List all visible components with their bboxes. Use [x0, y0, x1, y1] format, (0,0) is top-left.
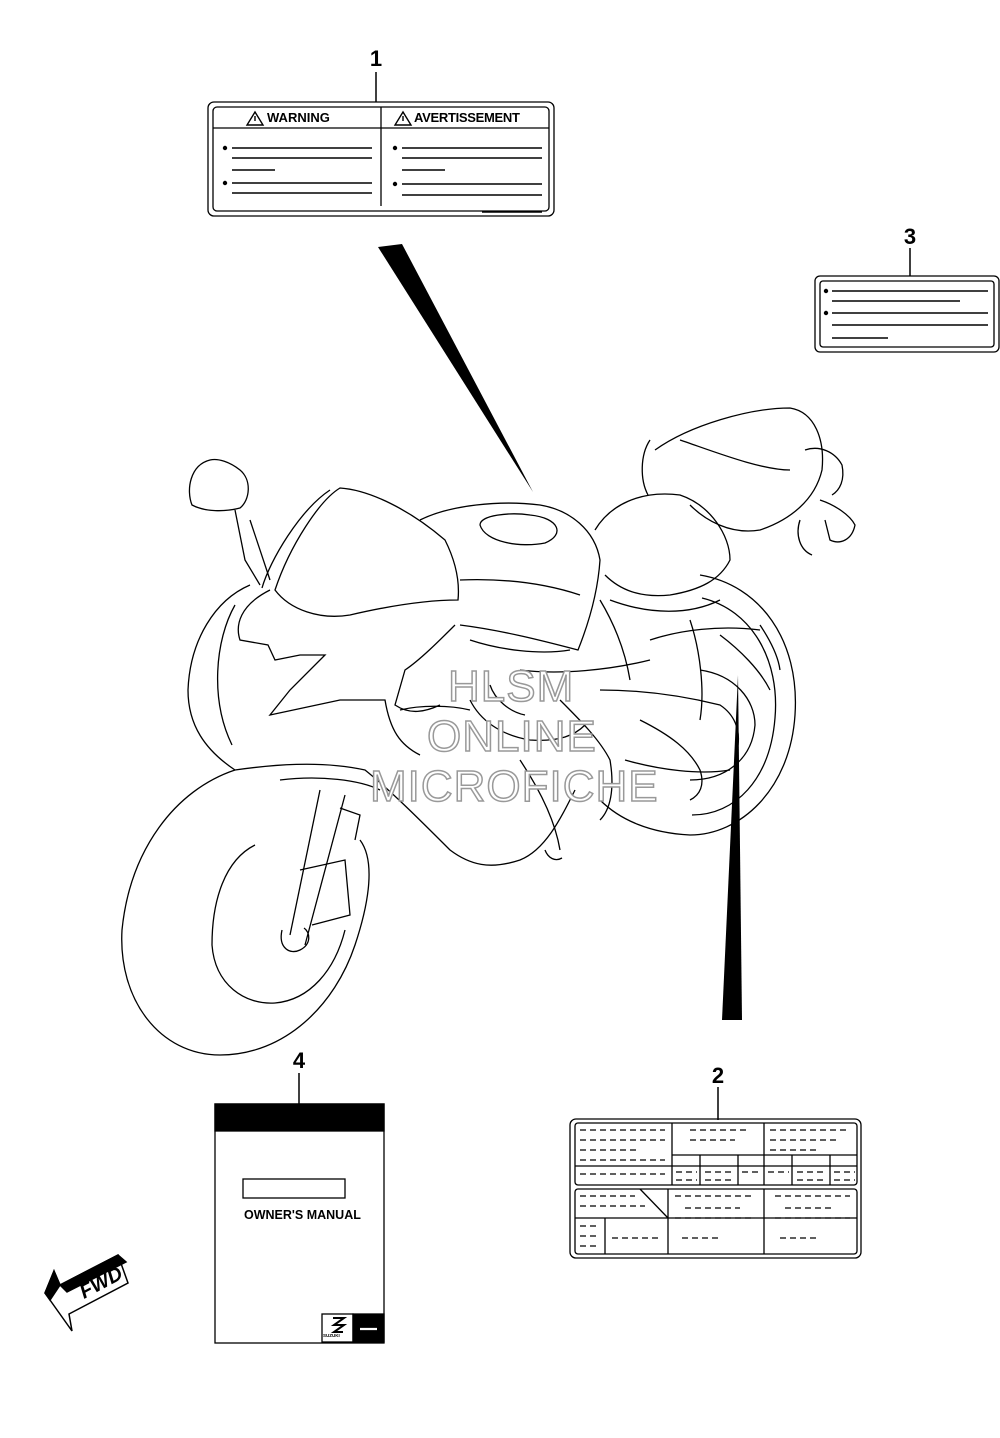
- watermark-line-2: ONLINE: [426, 711, 597, 762]
- owners-manual-title: OWNER'S MANUAL: [244, 1208, 361, 1222]
- fwd-arrow-icon: [44, 1253, 129, 1332]
- callout-4: 4: [292, 1048, 306, 1073]
- avertissement-title: AVERTISSEMENT: [414, 110, 520, 125]
- warning-label-1: [207, 101, 555, 217]
- callout-2: 2: [711, 1063, 725, 1088]
- warning-title: WARNING: [267, 110, 330, 125]
- leader-lines: [298, 72, 911, 1120]
- suzuki-logo-icon: [330, 1317, 348, 1333]
- label-2: [569, 1118, 862, 1259]
- label-3: [814, 275, 1000, 353]
- warning-triangle-icon: [245, 110, 413, 126]
- motorcycle-outline: [121, 407, 856, 1056]
- owners-manual-book: [214, 1103, 385, 1344]
- callout-3: 3: [903, 224, 917, 249]
- suzuki-brand-text: SUZUKI: [323, 1333, 340, 1338]
- watermark-line-3: MICROFICHE: [369, 761, 659, 812]
- watermark-line-1: HLSM: [447, 661, 575, 712]
- callout-1: 1: [369, 46, 383, 71]
